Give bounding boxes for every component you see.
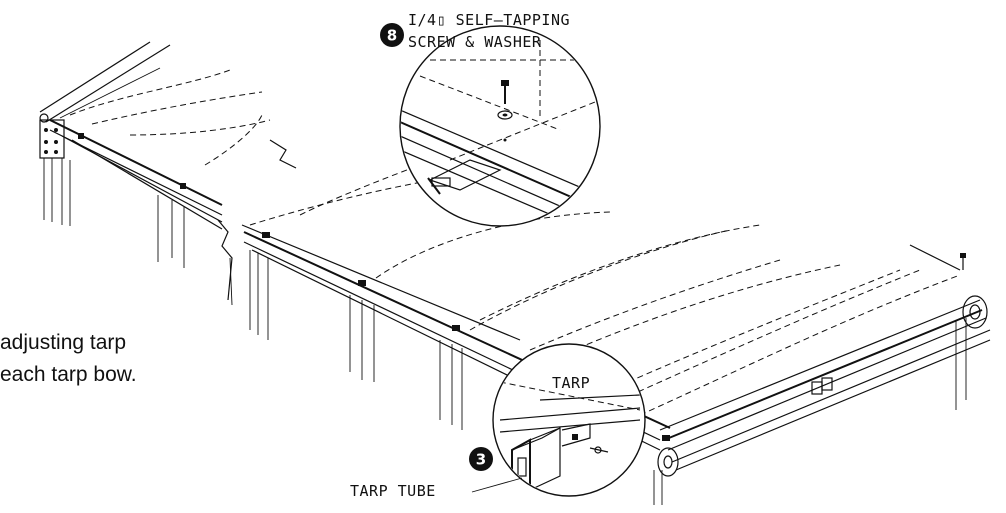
- screw-label-line1: I/4▯ SELF–TAPPING: [408, 11, 570, 29]
- tube-detail-circle: [492, 343, 646, 497]
- svg-text:8: 8: [387, 27, 397, 45]
- main-rail-section: [241, 164, 961, 451]
- instruction-line1: adjusting tarp: [0, 331, 126, 354]
- svg-text:3: 3: [476, 451, 486, 469]
- tarp-label: TARP: [552, 374, 590, 392]
- tube-leader-line: [471, 477, 523, 493]
- left-rail-section: [39, 41, 297, 306]
- callout-badge-3: 3: [469, 447, 493, 471]
- instruction-line2: each tarp bow.: [0, 363, 137, 386]
- screw-label-line2: SCREW & WASHER: [408, 33, 542, 51]
- tube-label: TARP TUBE: [350, 482, 436, 500]
- screw-detail-circle: [399, 25, 601, 227]
- callout-badge-8: 8: [380, 23, 404, 47]
- roller-assembly: [653, 244, 991, 505]
